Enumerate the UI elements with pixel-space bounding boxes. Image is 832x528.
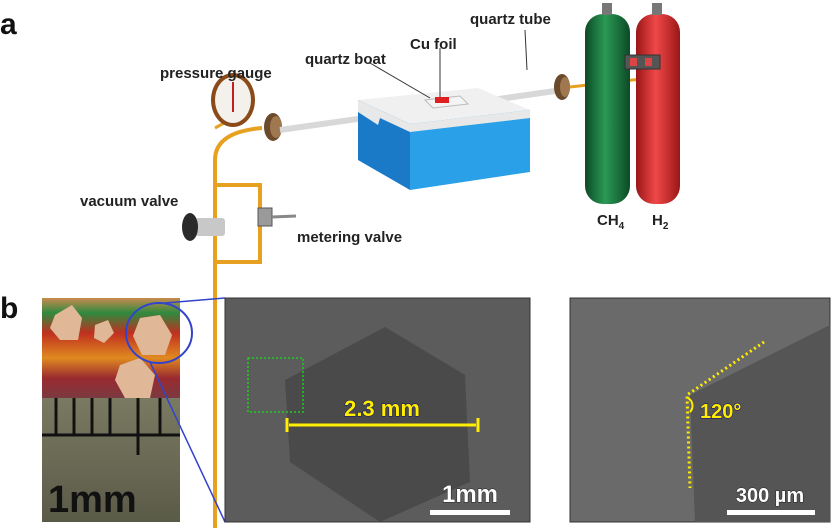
regulator-icon	[624, 54, 661, 70]
selection-box	[247, 357, 304, 413]
measurement-label: 2.3 mm	[344, 396, 420, 421]
metering-valve-label: metering valve	[297, 229, 402, 246]
zoom-circle	[125, 302, 193, 364]
angle-label: 120°	[700, 401, 741, 423]
panel-a-label: a	[0, 8, 17, 41]
middle-scale-label: 1mm	[442, 481, 498, 508]
middle-scale-bar	[430, 510, 510, 515]
angle-lines	[685, 340, 765, 489]
angle-arc	[687, 397, 694, 413]
vacuum-valve-label: vacuum valve	[80, 193, 178, 210]
zoom-lines	[149, 297, 226, 523]
pressure-gauge-label: pressure gauge	[160, 65, 272, 82]
h2-cylinder-icon	[636, 3, 680, 204]
optical-image: 1mm	[42, 298, 193, 522]
quartz-tube-label: quartz tube	[470, 11, 551, 28]
ch4-cylinder-icon	[585, 3, 630, 204]
cu-foil-icon	[435, 97, 449, 103]
right-connector-icon	[554, 74, 570, 100]
quartz-boat-label: quartz boat	[305, 51, 386, 68]
right-scale-bar	[727, 510, 815, 515]
pressure-gauge-icon	[211, 73, 255, 127]
sem-image-middle: 2.3 mm 1mm	[224, 297, 531, 523]
sem-image-right: 120° 300 µm	[569, 297, 831, 523]
ch4-label: CH4	[597, 212, 625, 232]
right-scale-label: 300 µm	[736, 485, 804, 507]
panel-b-label: b	[0, 292, 18, 325]
vacuum-valve-icon	[182, 213, 225, 241]
h2-label: H2	[652, 212, 669, 232]
optical-scale-label: 1mm	[48, 479, 137, 521]
cu-foil-label: Cu foil	[410, 36, 457, 53]
furnace-icon	[358, 88, 530, 190]
left-connector-icon	[264, 113, 282, 141]
metering-valve-icon	[257, 207, 297, 227]
measurement-arrow	[285, 418, 480, 432]
leader-lines	[369, 29, 528, 99]
